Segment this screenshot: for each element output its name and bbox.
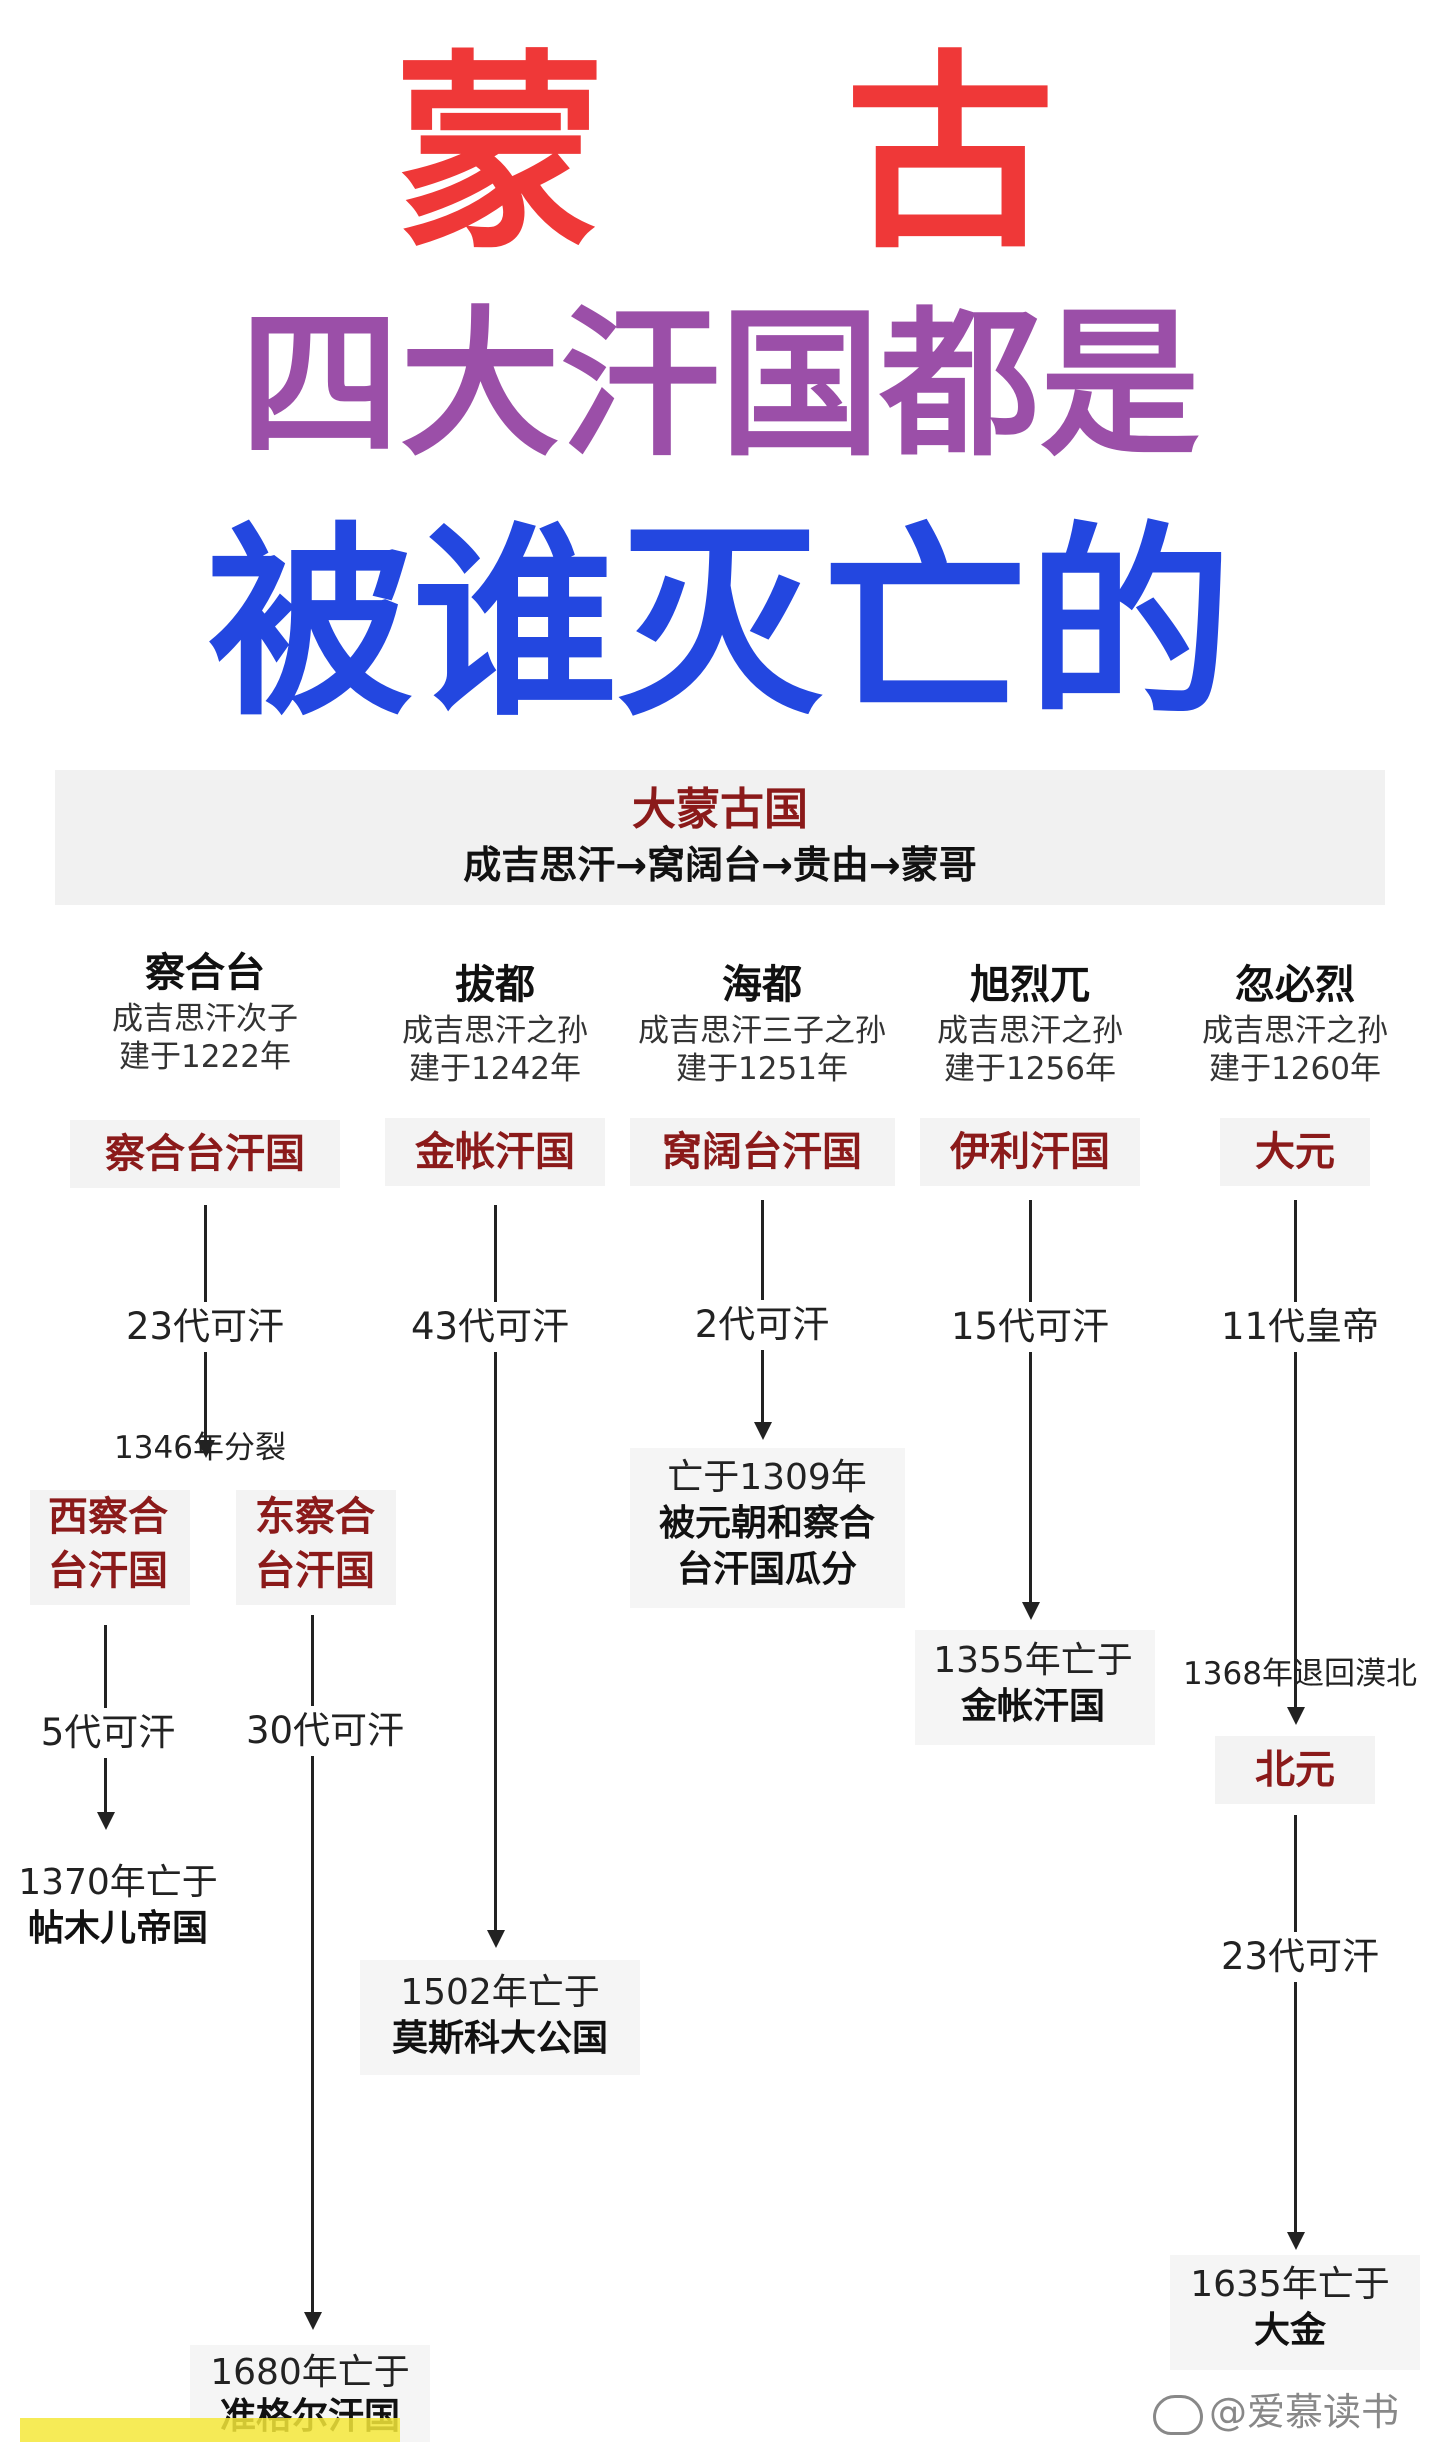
yuan-retreat-note: 1368年退回漠北 bbox=[1183, 1656, 1417, 1692]
founder-founded-kaidu: 建于1251年 bbox=[676, 1051, 848, 1087]
ogedei-end-2: 被元朝和察合 bbox=[658, 1503, 876, 1544]
generations-chagatai: 23代可汗 bbox=[117, 1302, 293, 1352]
arrow-yuan bbox=[1287, 1707, 1305, 1725]
ogedei-end-3: 台汗国瓜分 bbox=[676, 1549, 858, 1590]
connector-northern-yuan bbox=[1294, 1815, 1297, 2235]
northern-yuan-box bbox=[1215, 1736, 1375, 1804]
weibo-icon bbox=[1152, 2394, 1203, 2435]
title-line-2: 四大汗国都是 bbox=[239, 291, 1201, 478]
east-chagatai-box bbox=[236, 1490, 396, 1605]
generations-ogedei: 2代可汗 bbox=[686, 1300, 838, 1350]
west-chagatai-box bbox=[30, 1490, 190, 1605]
khanate-box-ilkhanate bbox=[920, 1118, 1140, 1186]
ogedei-end-1: 亡于1309年 bbox=[667, 1457, 867, 1498]
generations-yuan: 11代皇帝 bbox=[1212, 1302, 1388, 1352]
east-chagatai-name-1: 东察合 bbox=[255, 1494, 375, 1540]
founder-relation-kaidu: 成吉思汗三子之孙 bbox=[638, 1013, 886, 1049]
title-char-2: 古 bbox=[845, 32, 1056, 277]
arrow-west-chagatai bbox=[97, 1812, 115, 1830]
yuan-end-box bbox=[1170, 2255, 1420, 2370]
founder-relation-kublai: 成吉思汗之孙 bbox=[1202, 1013, 1388, 1049]
ilkhanate-end-1: 1355年亡于 bbox=[933, 1640, 1133, 1681]
generations-west-chagatai: 5代可汗 bbox=[32, 1708, 184, 1758]
east-chagatai-name-2: 台汗国 bbox=[255, 1548, 375, 1594]
generations-northern-yuan: 23代可汗 bbox=[1212, 1932, 1388, 1982]
west-chagatai-end-2: 帖木儿帝国 bbox=[27, 1908, 209, 1949]
generations-golden-horde: 43代可汗 bbox=[402, 1302, 578, 1352]
connector-golden-horde bbox=[494, 1205, 497, 1930]
title-line-3: 被谁灭亡的 bbox=[207, 506, 1233, 744]
ilkhanate-end-box bbox=[915, 1630, 1155, 1745]
founder-name-kublai: 忽必烈 bbox=[1235, 962, 1355, 1008]
golden-horde-end-box bbox=[360, 1960, 640, 2075]
generations-ilkhanate: 15代可汗 bbox=[942, 1302, 1118, 1352]
watermark-text: @爱慕读书 bbox=[1208, 2390, 1399, 2434]
golden-horde-end-2: 莫斯科大公国 bbox=[391, 2018, 609, 2059]
arrow-east-chagatai bbox=[304, 2312, 322, 2330]
founder-founded-hulagu: 建于1256年 bbox=[944, 1051, 1116, 1087]
arrow-chagatai bbox=[197, 1440, 215, 1458]
split-note: 1346年分裂 bbox=[114, 1430, 286, 1466]
arrow-golden-horde bbox=[487, 1930, 505, 1948]
khanate-ilkhanate: 伊利汗国 bbox=[950, 1129, 1110, 1175]
founder-name-batu: 拔都 bbox=[455, 962, 535, 1008]
arrow-ilkhanate bbox=[1022, 1602, 1040, 1620]
east-chagatai-end-1: 1680年亡于 bbox=[210, 2352, 410, 2393]
founder-relation-chagatai: 成吉思汗次子 bbox=[112, 1001, 298, 1037]
west-chagatai-name-2: 台汗国 bbox=[48, 1548, 168, 1594]
founder-founded-kublai: 建于1260年 bbox=[1209, 1051, 1381, 1087]
khanate-box-chagatai bbox=[70, 1120, 340, 1188]
khanate-box-ogedei bbox=[630, 1118, 895, 1186]
ogedei-end-box bbox=[630, 1448, 905, 1608]
connector-east-chagatai bbox=[311, 1615, 314, 2315]
khanate-yuan: 大元 bbox=[1255, 1129, 1335, 1175]
khanate-golden-horde: 金帐汗国 bbox=[415, 1129, 575, 1175]
connector-yuan bbox=[1294, 1200, 1297, 1710]
west-chagatai-end-1: 1370年亡于 bbox=[18, 1862, 218, 1903]
founder-founded-chagatai: 建于1222年 bbox=[119, 1039, 291, 1075]
khanate-box-golden-horde bbox=[385, 1118, 605, 1186]
generations-east-chagatai: 30代可汗 bbox=[237, 1706, 413, 1756]
title-char-1: 蒙 bbox=[395, 32, 606, 277]
yuan-end-2: 大金 bbox=[1253, 2310, 1327, 2351]
golden-horde-end-1: 1502年亡于 bbox=[400, 1972, 600, 2013]
bottom-yellow-strip bbox=[20, 2418, 400, 2442]
west-chagatai-name-1: 西察合 bbox=[48, 1494, 168, 1540]
founder-name-chagatai: 察合台 bbox=[145, 950, 265, 996]
khanate-ogedei: 窝阔台汗国 bbox=[662, 1129, 862, 1175]
watermark: @爱慕读书 bbox=[1152, 2388, 1399, 2436]
founder-name-hulagu: 旭烈兀 bbox=[970, 962, 1090, 1008]
founder-name-kaidu: 海都 bbox=[722, 962, 802, 1008]
yuan-end-1: 1635年亡于 bbox=[1190, 2264, 1390, 2305]
founder-founded-batu: 建于1242年 bbox=[409, 1051, 581, 1087]
root-banner bbox=[55, 770, 1385, 905]
root-sequence: 成吉思汗→窝阔台→贵由→蒙哥 bbox=[463, 843, 977, 887]
founder-relation-batu: 成吉思汗之孙 bbox=[402, 1013, 588, 1049]
khanate-chagatai: 察合台汗国 bbox=[105, 1131, 305, 1177]
arrow-northern-yuan bbox=[1287, 2232, 1305, 2250]
root-name: 大蒙古国 bbox=[632, 784, 808, 835]
founder-relation-hulagu: 成吉思汗之孙 bbox=[937, 1013, 1123, 1049]
ilkhanate-end-2: 金帐汗国 bbox=[960, 1686, 1106, 1727]
connector-ilkhanate bbox=[1029, 1200, 1032, 1605]
khanate-box-yuan bbox=[1220, 1118, 1370, 1186]
arrow-ogedei bbox=[754, 1422, 772, 1440]
northern-yuan: 北元 bbox=[1255, 1747, 1335, 1793]
